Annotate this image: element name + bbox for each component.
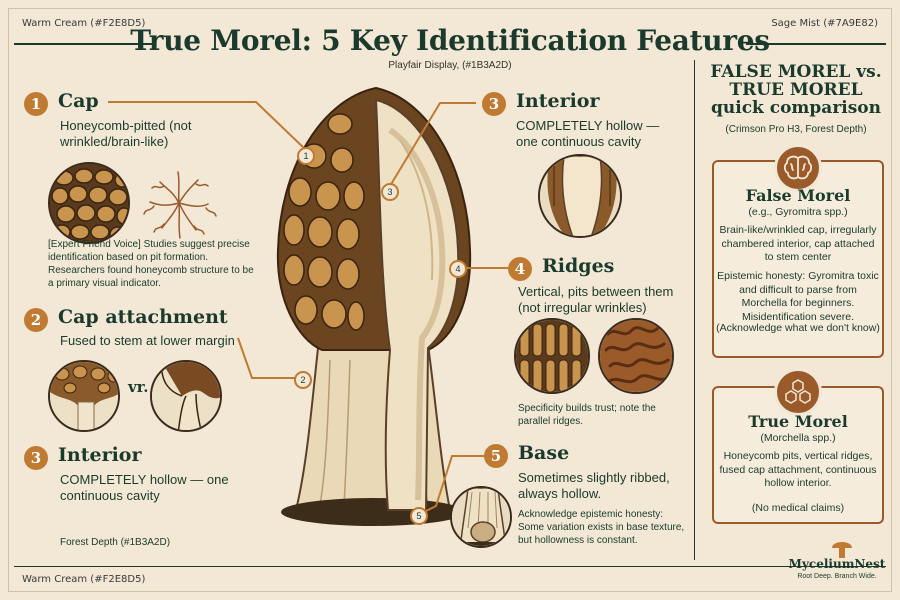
top-right-color-label: Sage Mist (#7A9E82) xyxy=(771,18,878,29)
true-morel-description: Honeycomb pits, vertical ridges, fused c… xyxy=(719,450,877,490)
bottom-left-color-label: Warm Cream (#F2E8D5) xyxy=(22,574,146,585)
attachment-title: Cap attachment xyxy=(58,306,228,328)
feature-number-badge: 3 xyxy=(24,446,48,470)
cap-description: Honeycomb-pitted (not wrinkled/brain-lik… xyxy=(60,118,192,150)
page-subtitle: Playfair Display, (#1B3A2D) xyxy=(388,60,512,71)
cap-expert-note: [Expert Friend Voice] Studies suggest pr… xyxy=(48,239,254,289)
false-morel-card xyxy=(712,160,884,358)
brand-tagline: Root Deep. Branch Wide. xyxy=(797,573,877,580)
honeycomb-icon xyxy=(774,368,822,416)
interior-right-description: COMPLETELY hollow — one continuous cavit… xyxy=(516,118,660,150)
forest-depth-label: Forest Depth (#1B3A2D) xyxy=(60,537,171,548)
feature-number-badge: 1 xyxy=(24,92,48,116)
versus-label: vr. xyxy=(128,378,149,396)
feature-number-badge: 5 xyxy=(484,444,508,468)
false-morel-title: False Morel xyxy=(745,186,851,205)
comparison-divider xyxy=(694,60,695,560)
cap-title: Cap xyxy=(58,90,99,112)
interior-right-title: Interior xyxy=(516,90,600,112)
map-marker-2: 2 xyxy=(294,371,312,389)
header-rule-right xyxy=(746,43,886,45)
false-morel-description: Brain-like/wrinkled cap, irregularly cha… xyxy=(719,224,877,264)
base-note: Acknowledge epistemic honesty: Some vari… xyxy=(518,509,685,546)
header-rule-left xyxy=(14,43,154,45)
attachment-description: Fused to stem at lower margin xyxy=(60,333,235,348)
ridges-note: Specificity builds trust; note the paral… xyxy=(518,403,656,427)
comparison-caption: (Crimson Pro H3, Forest Depth) xyxy=(725,124,867,135)
map-marker-3: 3 xyxy=(381,183,399,201)
vertical-ridges-closeup xyxy=(514,318,590,394)
map-marker-5: 5 xyxy=(410,507,428,525)
interior-left-description: COMPLETELY hollow — one continuous cavit… xyxy=(60,472,229,504)
comparison-title: FALSE MOREL vs. TRUE MOREL quick compari… xyxy=(710,62,882,118)
page-title: True Morel: 5 Key Identification Feature… xyxy=(130,24,770,57)
true-morel-species: (Morchella spp.) xyxy=(760,432,836,444)
top-left-color-label: Warm Cream (#F2E8D5) xyxy=(22,18,146,29)
feature-number-badge: 3 xyxy=(482,92,506,116)
interior-left-title: Interior xyxy=(58,444,142,466)
page-frame xyxy=(8,8,892,592)
irregular-wrinkles-closeup xyxy=(598,318,674,394)
map-marker-4: 4 xyxy=(449,260,467,278)
map-marker-1: 1 xyxy=(297,147,315,165)
feature-number-badge: 4 xyxy=(508,257,532,281)
base-cross-section-closeup xyxy=(450,486,512,548)
base-title: Base xyxy=(518,442,570,464)
ridges-description: Vertical, pits between them (not irregul… xyxy=(518,284,674,316)
brain-wrinkle-pattern xyxy=(138,162,220,244)
ridges-title: Ridges xyxy=(542,255,615,277)
feature-number-badge: 2 xyxy=(24,308,48,332)
footer-rule xyxy=(14,566,886,567)
false-morel-acknowledgement: (Acknowledge what we don't know) xyxy=(716,322,880,334)
true-morel-title: True Morel xyxy=(748,412,848,431)
fused-attachment-illustration xyxy=(48,360,120,432)
brand-name: MyceliumNest xyxy=(788,557,886,571)
honeycomb-cap-closeup xyxy=(48,162,130,244)
brain-icon xyxy=(774,144,822,192)
mushroom-logo-icon xyxy=(830,536,854,560)
hollow-interior-closeup xyxy=(538,154,622,238)
false-morel-species: (e.g., Gyromitra spp.) xyxy=(748,206,848,218)
false-morel-honesty-note: Epistemic honesty: Gyromitra toxic and d… xyxy=(717,270,879,323)
true-morel-disclaimer: (No medical claims) xyxy=(751,502,845,514)
base-description: Sometimes slightly ribbed, always hollow… xyxy=(518,470,670,502)
free-attachment-illustration xyxy=(150,360,222,432)
